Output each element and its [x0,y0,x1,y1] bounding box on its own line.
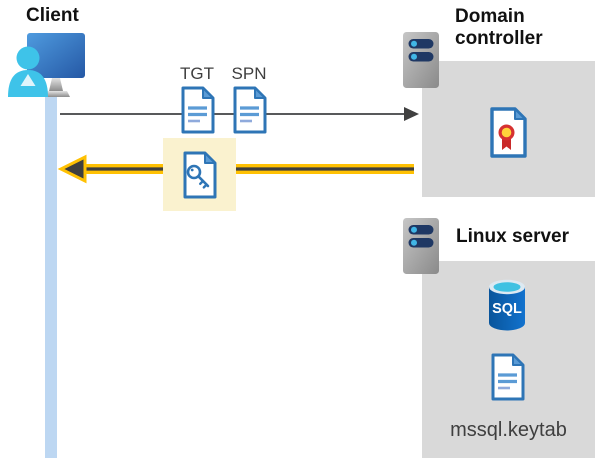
keytab-filename-label: mssql.keytab [450,419,567,441]
key-glyph [186,164,210,189]
certificate-icon [490,107,527,158]
spn-label: SPN [231,64,267,83]
tgt-label: TGT [180,64,214,83]
request-arrow [60,107,419,121]
domain-controller-server-icon [403,32,439,88]
tgt-document-icon [181,86,215,134]
linux-server-label: Linux server [456,226,569,247]
client-label: Client [26,5,79,26]
response-arrow [57,154,414,184]
user-icon [8,46,48,97]
client-lifeline-bar [45,94,57,458]
linux-server-server-icon [403,218,439,274]
sql-badge-text: SQL [492,301,522,317]
domain-controller-label: Domain controller [455,6,543,49]
spn-document-icon [233,86,267,134]
client-computer-icon [8,33,85,97]
keytab-document-icon [491,353,525,401]
key-document-icon [183,151,217,199]
monitor-icon [27,33,85,97]
sql-database-icon: SQL [489,279,525,331]
